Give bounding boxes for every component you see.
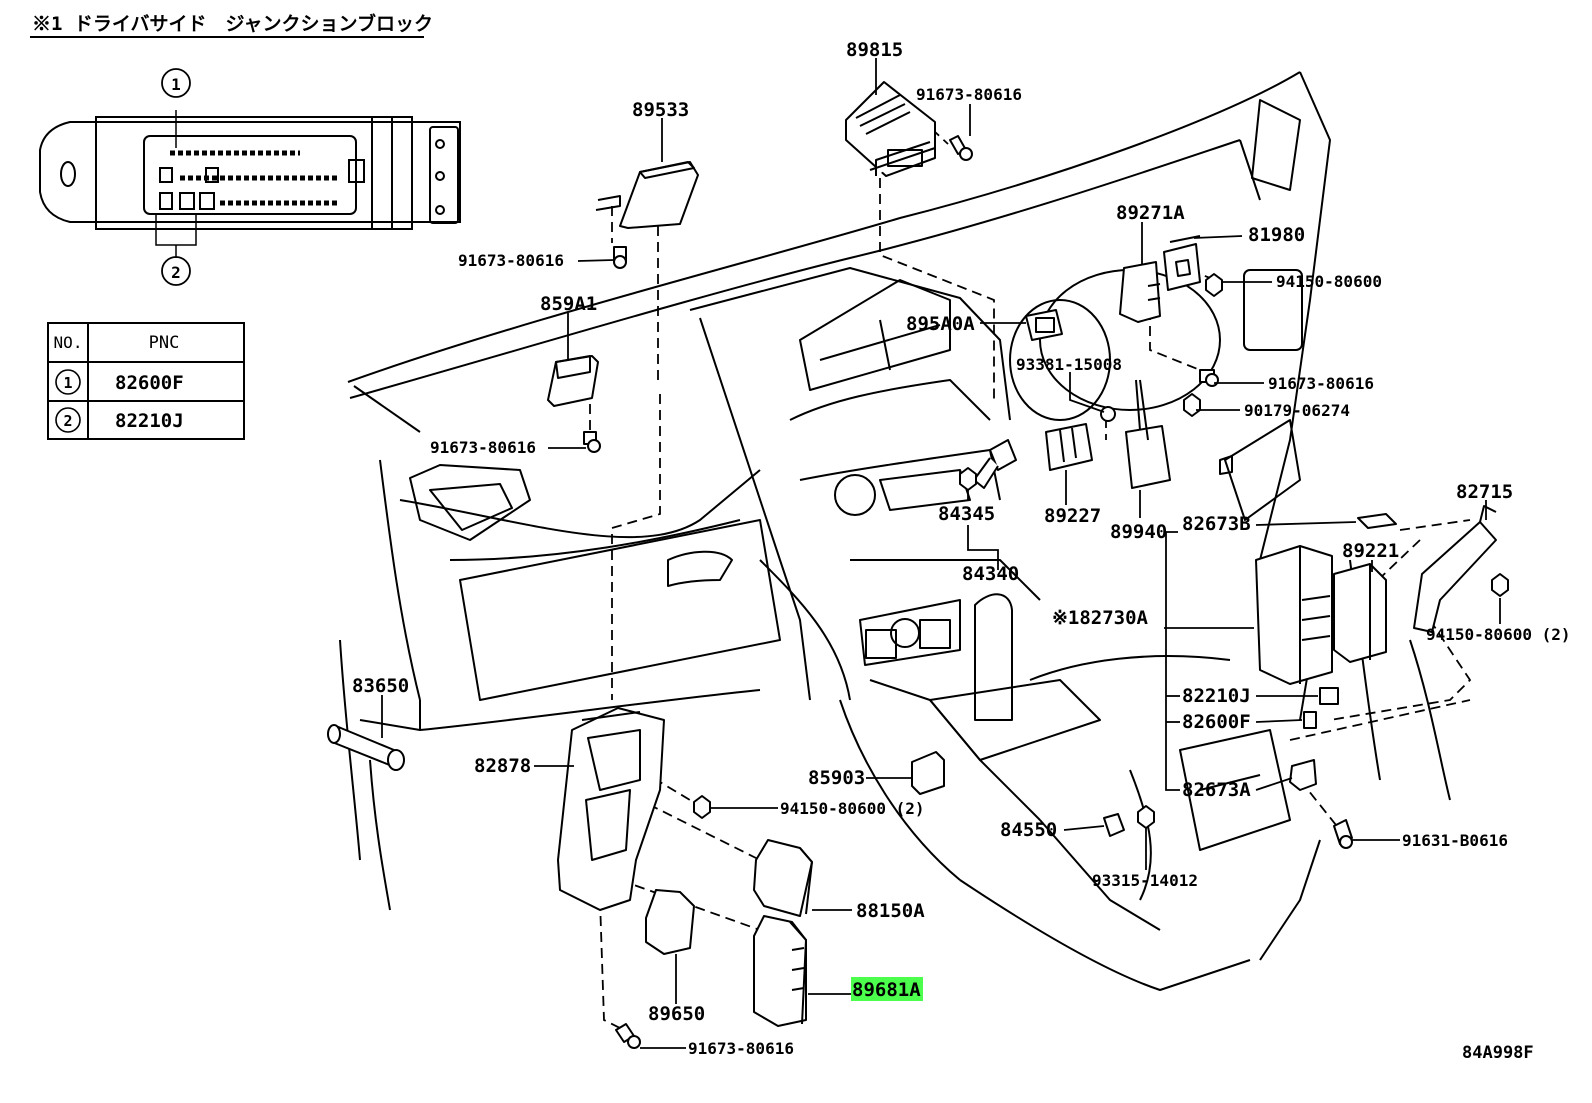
part-labels: 89815 91673-80616 89533 91673-80616 859A… [352, 39, 1571, 1058]
inset-fuse-rows [170, 150, 340, 206]
dashboard-outline [339, 71, 1451, 991]
label-91673-b[interactable]: 91673-80616 [458, 251, 564, 270]
part-91673-c-shape [583, 431, 601, 453]
part-93315-shape [1137, 805, 1155, 829]
part-82878-shape [557, 707, 665, 911]
solid-leaders [381, 58, 1501, 1049]
part-82673B-shape [1357, 513, 1397, 529]
label-91631[interactable]: 91631-B0616 [1402, 831, 1508, 850]
pnc-row-2-no: 2 [63, 412, 72, 430]
label-84550[interactable]: 84550 [1000, 819, 1057, 841]
part-85903-shape [911, 751, 945, 795]
part-89940-shape [1125, 379, 1171, 489]
inset-callout-1: 1 [171, 75, 181, 94]
part-89227-shape [1045, 423, 1093, 471]
pnc-row-1-pnc: 82600F [115, 372, 184, 394]
part-81980-shape [1163, 235, 1201, 291]
label-82673B[interactable]: 82673B [1182, 513, 1251, 535]
label-82210J[interactable]: 82210J [1182, 685, 1251, 707]
part-90179-shape [1183, 393, 1201, 417]
label-93315[interactable]: 93315-14012 [1092, 871, 1198, 890]
part-82715-shape [1413, 505, 1497, 633]
label-89227[interactable]: 89227 [1044, 505, 1101, 527]
diagram-code: 84A998F [1462, 1043, 1534, 1063]
label-82878[interactable]: 82878 [474, 755, 531, 777]
label-89815[interactable]: 89815 [846, 39, 903, 61]
label-82600F[interactable]: 82600F [1182, 711, 1251, 733]
label-89940[interactable]: 89940 [1110, 521, 1167, 543]
label-94150-c[interactable]: 94150-80600 (2) [780, 799, 925, 818]
part-88150A-shape [753, 839, 813, 917]
part-82673A-shape [1289, 759, 1317, 791]
label-89271A[interactable]: 89271A [1116, 202, 1185, 224]
part-91673-b-shape [613, 246, 627, 269]
pnc-header-no: NO. [54, 333, 83, 352]
dashed-leaders [589, 117, 1472, 1033]
part-89533-shape [595, 161, 699, 229]
part-83650-shape [327, 724, 405, 771]
label-88150A[interactable]: 88150A [856, 900, 925, 922]
part-895A0A-shape [1025, 309, 1063, 341]
label-82715[interactable]: 82715 [1456, 481, 1513, 503]
part-91673-d-shape [1199, 369, 1219, 387]
label-84345[interactable]: 84345 [938, 503, 995, 525]
label-89533[interactable]: 89533 [632, 99, 689, 121]
label-94150-b[interactable]: 94150-80600 (2) [1426, 625, 1571, 644]
label-82673A[interactable]: 82673A [1182, 779, 1251, 801]
label-85903[interactable]: 85903 [808, 767, 865, 789]
label-84340[interactable]: 84340 [962, 563, 1019, 585]
part-94150-a-shape [1205, 273, 1223, 297]
label-83650[interactable]: 83650 [352, 675, 409, 697]
part-859A1-shape [547, 355, 599, 407]
part-84550-shape [1103, 813, 1125, 837]
pnc-table [47, 322, 245, 440]
label-91673-e[interactable]: 91673-80616 [688, 1039, 794, 1058]
part-89650-shape [645, 889, 695, 955]
part-91673-e-shape [615, 1023, 641, 1049]
label-89221[interactable]: 89221 [1342, 540, 1399, 562]
label-89681A[interactable]: 89681A [852, 979, 921, 1001]
label-91673-c[interactable]: 91673-80616 [430, 438, 536, 457]
label-94150-a[interactable]: 94150-80600 [1276, 272, 1382, 291]
inset-callout-2: 2 [171, 263, 181, 282]
label-81980[interactable]: 81980 [1248, 224, 1305, 246]
part-82600F-shape [1303, 711, 1317, 729]
part-82730A-shape [1255, 545, 1333, 685]
part-82210J-shape [1319, 687, 1339, 705]
pnc-row-1-no: 1 [63, 374, 72, 392]
label-82730A[interactable]: ※182730A [1052, 607, 1149, 629]
label-91673-a[interactable]: 91673-80616 [916, 85, 1022, 104]
label-859A1[interactable]: 859A1 [540, 293, 597, 315]
part-94150-c-shape [693, 795, 711, 819]
pnc-row-2-pnc: 82210J [115, 410, 184, 432]
label-91673-d[interactable]: 91673-80616 [1268, 374, 1374, 393]
part-84345-shape [959, 439, 1017, 491]
pnc-header-pnc: PNC [149, 333, 180, 353]
part-89681A-shape [753, 915, 807, 1027]
part-93381-shape [1100, 406, 1116, 422]
part-shapes [327, 81, 1509, 1049]
label-93381[interactable]: 93381-15008 [1016, 355, 1122, 374]
label-90179[interactable]: 90179-06274 [1244, 401, 1350, 420]
label-895A0A[interactable]: 895A0A [906, 313, 975, 335]
part-91673-a-shape [949, 135, 973, 161]
inset-title: ※1 ドライバサイド ジャンクションブロック [32, 12, 433, 35]
part-89221-shape [1333, 563, 1387, 663]
part-94150-b-shape [1491, 573, 1509, 597]
part-91631-shape [1333, 819, 1353, 849]
inset-junction-block: ※1 ドライバサイド ジャンクションブロック [30, 12, 461, 286]
part-89815-shape [845, 81, 936, 177]
highlight-89681A [851, 977, 923, 1001]
part-89271A-shape [1119, 261, 1161, 323]
label-89650[interactable]: 89650 [648, 1003, 705, 1025]
